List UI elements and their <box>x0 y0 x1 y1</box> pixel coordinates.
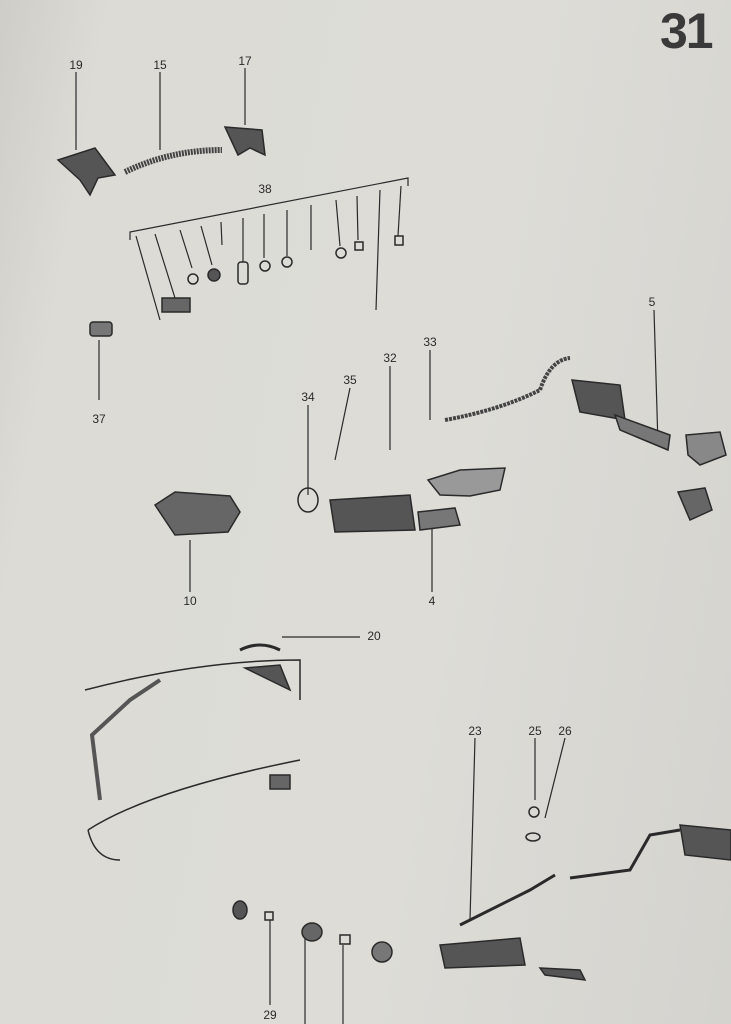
part-plate <box>426 467 506 497</box>
callout-37: 37 <box>92 412 106 426</box>
part-38-a <box>161 297 191 313</box>
part-bellows <box>329 494 416 533</box>
callout-35: 35 <box>343 373 357 387</box>
part-10 <box>153 491 241 536</box>
cable <box>444 356 571 422</box>
callout-38: 38 <box>258 182 272 196</box>
callout-4: 4 <box>428 594 436 608</box>
callout-20: 20 <box>367 629 381 643</box>
callout-5: 5 <box>648 295 656 309</box>
part-4 <box>417 507 461 531</box>
part-17 <box>223 126 266 157</box>
part-37 <box>89 321 113 337</box>
callout-23: 23 <box>468 724 482 738</box>
part-23-bellows <box>439 937 526 969</box>
callout-25: 25 <box>528 724 542 738</box>
part-boot <box>571 379 626 421</box>
callout-26: 26 <box>558 724 572 738</box>
callout-10: 10 <box>183 594 197 608</box>
part-15 <box>123 147 223 175</box>
callout-29: 29 <box>263 1008 277 1022</box>
part-5 <box>613 413 671 452</box>
callout-32: 32 <box>383 351 397 365</box>
callout-15: 15 <box>153 58 167 72</box>
callout-17: 17 <box>238 54 252 68</box>
parts <box>56 126 731 981</box>
leader-lines <box>75 68 659 1024</box>
callout-19: 19 <box>69 58 83 72</box>
callout-34: 34 <box>301 390 315 404</box>
page-number: 31 <box>660 3 714 59</box>
part-19 <box>56 147 117 197</box>
callout-33: 33 <box>423 335 437 349</box>
